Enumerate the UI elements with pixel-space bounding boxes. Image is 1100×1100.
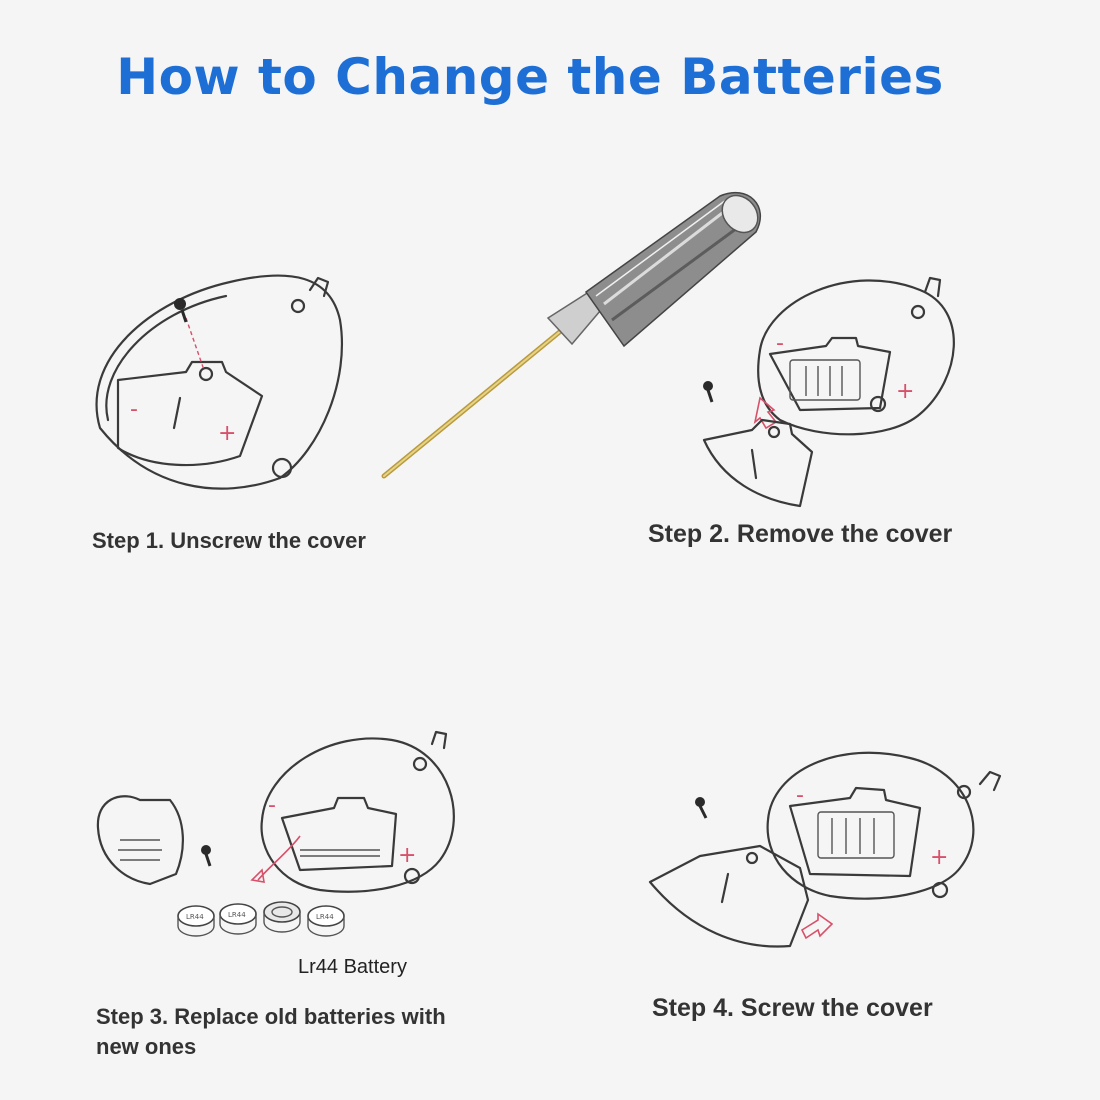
step1-minus: - <box>130 397 138 422</box>
step1-caption: Step 1. Unscrew the cover <box>92 528 366 553</box>
step4-device: - + <box>648 751 1002 948</box>
battery-coin-icon: LR44 <box>307 905 345 937</box>
arrow-icon <box>753 396 778 430</box>
arrow-icon <box>800 912 834 940</box>
step3-caption: Step 3. Replace old batteries with new o… <box>96 1004 446 1059</box>
page-title: How to Change the Batteries <box>116 48 944 106</box>
step4-plus: + <box>930 845 948 870</box>
svg-text:LR44: LR44 <box>316 913 334 921</box>
step2-caption: Step 2. Remove the cover <box>648 520 953 548</box>
step3-device: - + LR44 LR44 LR44 <box>96 730 455 937</box>
step3-plus: + <box>398 843 416 868</box>
step2-plus: + <box>896 379 914 404</box>
step2-minus: - <box>776 331 784 356</box>
screwdriver-icon <box>381 191 762 479</box>
step2-device: - + <box>702 276 955 508</box>
screw-icon <box>174 298 188 323</box>
step3-minus: - <box>268 793 276 818</box>
step1-device: - + <box>95 274 344 490</box>
battery-coin-icon: LR44 <box>219 903 257 935</box>
step4-minus: - <box>796 783 804 808</box>
step4-caption: Step 4. Screw the cover <box>652 994 933 1022</box>
battery-coin-icon: LR44 <box>177 905 215 937</box>
step1-plus: + <box>218 421 236 446</box>
svg-text:LR44: LR44 <box>186 913 204 921</box>
battery-label: Lr44 Battery <box>298 956 407 978</box>
battery-coin-icon <box>263 901 301 933</box>
svg-text:LR44: LR44 <box>228 911 246 919</box>
